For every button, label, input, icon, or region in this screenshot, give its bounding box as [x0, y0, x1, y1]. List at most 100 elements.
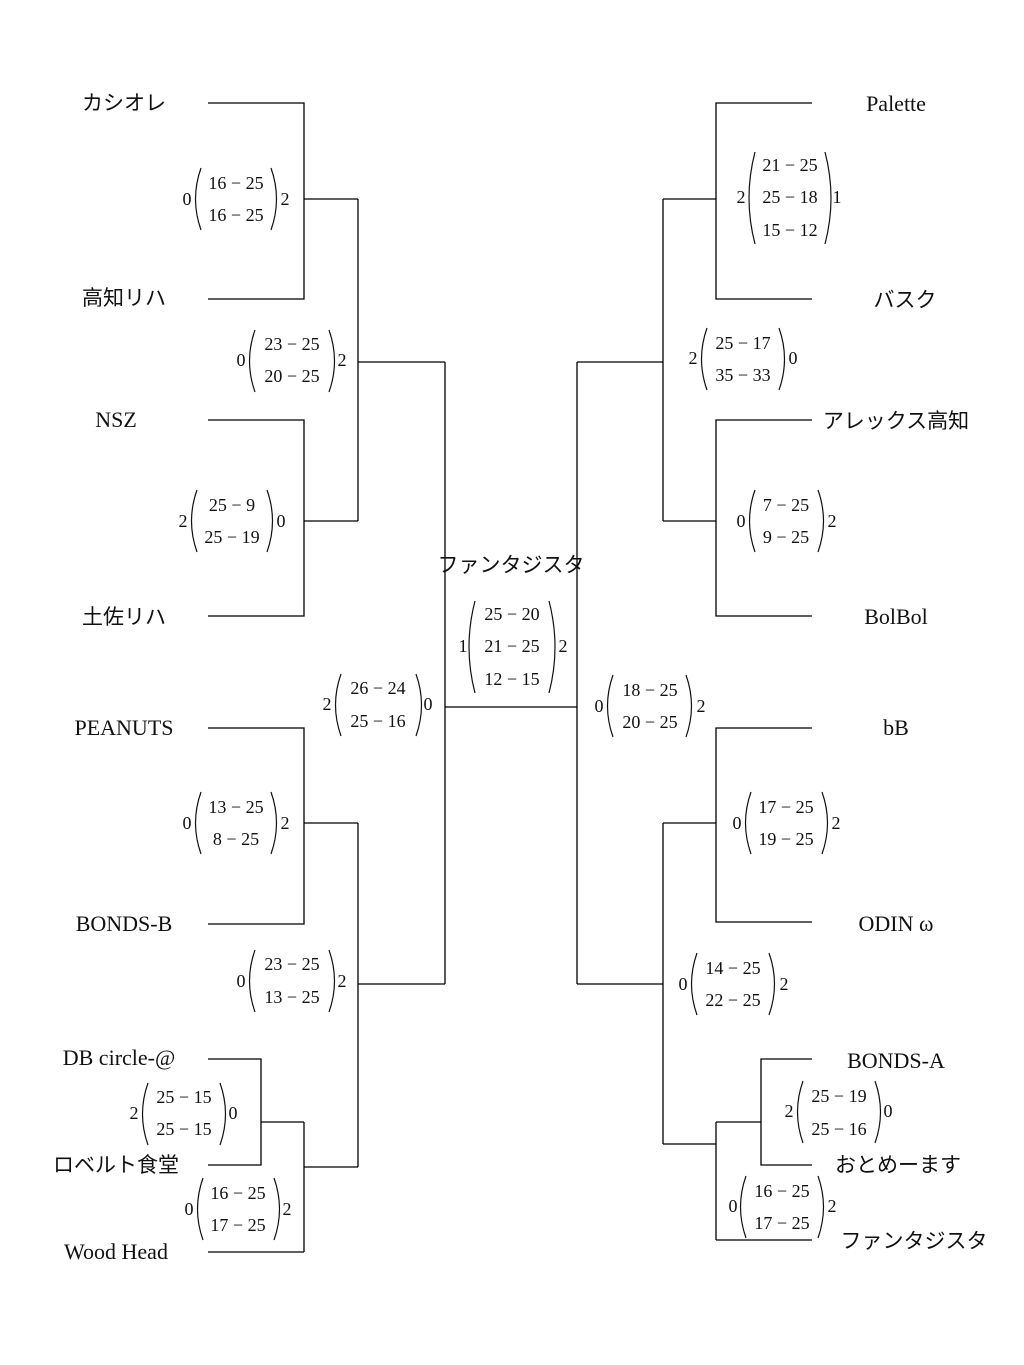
sets-won-right: 0 [884, 1101, 893, 1121]
set-score: 26 − 24 [350, 678, 405, 698]
team-name: ロベルト食堂 [53, 1153, 179, 1177]
set-score: 25 − 15 [156, 1119, 211, 1139]
sets-won-right: 0 [789, 348, 798, 368]
set-score: 8 − 25 [213, 829, 259, 849]
team-name: バスク [874, 288, 937, 312]
set-score: 25 − 9 [209, 495, 255, 515]
sets-won-right: 2 [338, 350, 347, 370]
sets-won-left: 0 [595, 696, 604, 716]
score-box-championship-final: 1 25 − 20 21 − 25 12 − 15 2 [459, 600, 568, 694]
set-score: 25 − 15 [156, 1087, 211, 1107]
set-score: 16 − 25 [208, 205, 263, 225]
set-score: 14 − 25 [705, 958, 760, 978]
team-name: 土佐リハ [82, 605, 166, 629]
set-score: 13 − 25 [208, 797, 263, 817]
team-name: 高知リハ [82, 286, 166, 310]
score-box-left-final: 2 26 − 24 25 − 16 0 [323, 673, 433, 737]
sets-won-left: 2 [737, 187, 746, 207]
sets-won-right: 2 [697, 696, 706, 716]
score-box-peanuts-vs-bonds-b: 0 13 − 25 8 − 25 2 [183, 791, 290, 855]
score-box-bonds-a-vs-otome: 2 25 − 19 25 − 16 0 [785, 1080, 893, 1144]
set-score: 7 − 25 [763, 495, 809, 515]
sets-won-left: 2 [785, 1101, 794, 1121]
sets-won-right: 2 [832, 813, 841, 833]
set-score: 13 − 25 [264, 987, 319, 1007]
team-name: カシオレ [82, 91, 166, 115]
sets-won-right: 2 [338, 971, 347, 991]
sets-won-left: 0 [679, 974, 688, 994]
sets-won-left: 1 [459, 636, 468, 656]
set-score: 15 − 12 [762, 220, 817, 240]
score-box-db-circle-vs-wood-head: 0 16 − 25 17 − 25 2 [185, 1177, 292, 1241]
set-score: 25 − 20 [484, 604, 539, 624]
sets-won-right: 2 [780, 974, 789, 994]
team-name: NSZ [95, 407, 137, 432]
set-score: 19 − 25 [758, 829, 813, 849]
score-box-left-lower-semifinal: 0 23 − 25 13 − 25 2 [237, 949, 347, 1013]
score-box-bb-vs-odin: 0 17 − 25 19 − 25 2 [733, 791, 841, 855]
set-score: 20 − 25 [264, 366, 319, 386]
team-name: Palette [866, 91, 926, 116]
set-score: 17 − 25 [754, 1213, 809, 1233]
set-score: 23 − 25 [264, 954, 319, 974]
team-name: PEANUTS [74, 715, 173, 740]
set-score: 25 − 16 [350, 711, 405, 731]
team-name: bB [883, 715, 909, 740]
left-bracket-lines [208, 102, 510, 1253]
sets-won-right: 2 [283, 1199, 292, 1219]
sets-won-left: 0 [183, 189, 192, 209]
right-bracket-lines [510, 102, 812, 1241]
score-box-nsz-vs-tosa-riha: 2 25 − 9 25 − 19 0 [179, 489, 286, 553]
set-score: 18 − 25 [622, 680, 677, 700]
set-score: 16 − 25 [210, 1183, 265, 1203]
set-score: 25 − 19 [204, 527, 259, 547]
set-score: 12 − 15 [484, 669, 539, 689]
sets-won-right: 2 [828, 511, 837, 531]
sets-won-left: 2 [179, 511, 188, 531]
team-name: Wood Head [64, 1239, 168, 1264]
team-name: アレックス高知 [823, 409, 969, 433]
set-score: 9 − 25 [763, 527, 809, 547]
sets-won-left: 2 [130, 1103, 139, 1123]
team-name: BONDS-B [76, 911, 173, 936]
team-name: おとめーます [835, 1153, 961, 1177]
sets-won-left: 2 [323, 694, 332, 714]
sets-won-right: 0 [229, 1103, 238, 1123]
team-name: BolBol [864, 604, 928, 629]
sets-won-left: 0 [237, 350, 246, 370]
right-team-labels: Palette バスク アレックス高知 BolBol bB ODIN ω BON… [823, 91, 988, 1253]
sets-won-right: 0 [424, 694, 433, 714]
team-name: ODIN ω [859, 911, 934, 936]
sets-won-right: 0 [277, 511, 286, 531]
sets-won-right: 2 [828, 1196, 837, 1216]
set-score: 21 − 25 [762, 155, 817, 175]
sets-won-right: 2 [281, 189, 290, 209]
score-box-bonds-a-vs-fantasista: 0 16 − 25 17 − 25 2 [729, 1175, 837, 1239]
set-score: 16 − 25 [208, 173, 263, 193]
sets-won-right: 2 [559, 636, 568, 656]
set-score: 25 − 18 [762, 187, 817, 207]
set-score: 35 − 33 [715, 365, 770, 385]
score-box-right-final: 0 18 − 25 20 − 25 2 [595, 674, 706, 738]
sets-won-left: 0 [183, 813, 192, 833]
sets-won-left: 0 [185, 1199, 194, 1219]
score-box-right-upper-semifinal: 2 25 − 17 35 − 33 0 [689, 327, 798, 391]
score-box-right-lower-semifinal: 0 14 − 25 22 − 25 2 [679, 952, 789, 1016]
score-box-palette-vs-basuku: 2 21 − 25 25 − 18 15 − 12 1 [737, 151, 842, 245]
score-box-alex-vs-bolbol: 0 7 − 25 9 − 25 2 [737, 489, 837, 553]
team-name: ファンタジスタ [841, 1229, 988, 1253]
score-box-kashiore-vs-kochi-riha: 0 16 − 25 16 − 25 2 [183, 167, 290, 231]
set-score: 25 − 19 [811, 1086, 866, 1106]
set-score: 22 − 25 [705, 990, 760, 1010]
set-score: 25 − 16 [811, 1119, 866, 1139]
team-name: BONDS-A [847, 1048, 945, 1073]
score-box-left-upper-semifinal: 0 23 − 25 20 − 25 2 [237, 329, 347, 393]
set-score: 17 − 25 [758, 797, 813, 817]
champion-label: ファンタジスタ [438, 553, 585, 577]
set-score: 21 − 25 [484, 636, 539, 656]
team-name: DB circle-@ [63, 1045, 176, 1070]
set-score: 20 − 25 [622, 712, 677, 732]
set-score: 17 − 25 [210, 1215, 265, 1235]
sets-won-left: 2 [689, 348, 698, 368]
